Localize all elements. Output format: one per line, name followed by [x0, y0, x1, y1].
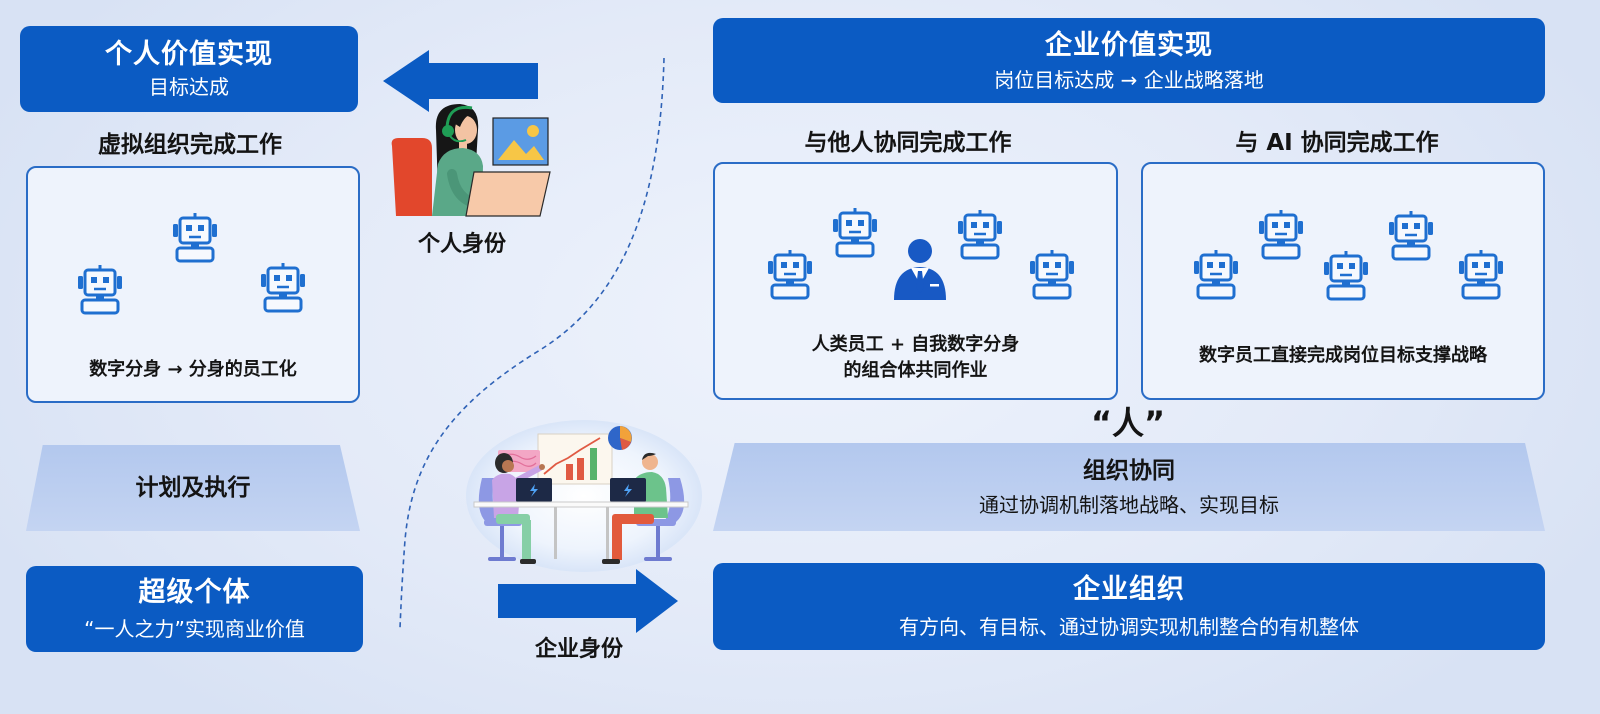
- collab-others-caption-line: 的组合体共同作业: [843, 360, 988, 381]
- woman-with-headset-illustration: [391, 104, 551, 217]
- collab-others-caption-line: 人类员工 + 自我数字分身: [811, 334, 1020, 355]
- robot-icon: [1453, 249, 1509, 305]
- super-individual-subtitle: “一人之力”实现商业价值: [84, 617, 305, 641]
- robot-icon: [255, 262, 311, 318]
- meeting-table: [473, 501, 689, 559]
- enterprise-identity-label: 企业身份: [534, 637, 623, 662]
- pie-chart-icon: [608, 426, 632, 450]
- plan-execution-band: 计划及执行: [26, 445, 360, 531]
- virtual-org-caption: 数字分身 → 分身的员工化: [89, 359, 297, 380]
- personal-value-subtitle: 目标达成: [149, 75, 229, 99]
- businessman-icon: [894, 239, 946, 300]
- office-chair: [391, 138, 432, 216]
- super-individual-box: 超级个体 “一人之力”实现商业价值: [26, 566, 363, 652]
- super-individual-title: 超级个体: [138, 577, 251, 608]
- robot-icon: [1188, 249, 1244, 305]
- laptop-icon: [610, 478, 646, 502]
- plan-execution-label: 计划及执行: [135, 475, 251, 501]
- org-collaboration-subtitle: 通过协调机制落地战略、实现目标: [979, 493, 1279, 517]
- enterprise-org-title: 企业组织: [1073, 574, 1185, 605]
- collab-others-caption: 人类员工 + 自我数字分身 的组合体共同作业: [715, 332, 1116, 384]
- robot-icon: [72, 264, 128, 320]
- enterprise-org-box: 企业组织 有方向、有目标、通过协调实现机制整合的有机整体: [713, 563, 1545, 650]
- image-card-icon: [492, 117, 549, 166]
- enterprise-value-title: 企业价值实现: [1045, 29, 1213, 61]
- robot-icon: [1024, 249, 1080, 305]
- collab-ai-caption: 数字员工直接完成岗位目标支撑战略: [1199, 345, 1487, 366]
- collab-ai-heading: 与 AI 协同完成工作: [1235, 130, 1439, 156]
- whiteboard-chart-icon: [537, 433, 613, 485]
- arrow-right-icon: [498, 569, 678, 633]
- enterprise-org-subtitle: 有方向、有目标、通过协调实现机制整合的有机整体: [899, 615, 1359, 639]
- collab-others-heading: 与他人协同完成工作: [804, 130, 1012, 156]
- enterprise-value-subtitle: 岗位目标达成 → 企业战略落地: [994, 67, 1264, 92]
- arrow-left-icon: [383, 50, 538, 112]
- laptop-icon: [465, 171, 551, 217]
- collab-ai-panel: 数字员工直接完成岗位目标支撑战略: [1141, 162, 1545, 400]
- robot-icon: [1318, 250, 1374, 306]
- robot-icon: [1253, 209, 1309, 265]
- virtual-org-panel: 数字分身 → 分身的员工化: [26, 166, 360, 403]
- virtual-org-heading: 虚拟组织完成工作: [98, 132, 282, 158]
- robot-icon: [827, 207, 883, 263]
- left-chair: [478, 478, 522, 561]
- laptop-icon: [516, 478, 552, 502]
- org-collaboration-band: 组织协同 通过协调机制落地战略、实现目标: [713, 443, 1545, 531]
- team-meeting-illustration: [466, 420, 702, 572]
- human-label: “人”: [1090, 404, 1166, 442]
- collab-others-panel: 人类员工 + 自我数字分身 的组合体共同作业: [713, 162, 1118, 400]
- robot-icon: [762, 249, 818, 305]
- robot-icon: [1383, 210, 1439, 266]
- personal-value-box: 个人价值实现 目标达成: [20, 26, 358, 112]
- enterprise-value-box: 企业价值实现 岗位目标达成 → 企业战略落地: [713, 18, 1545, 103]
- robot-icon: [952, 209, 1008, 265]
- personal-identity-label: 个人身份: [417, 232, 506, 257]
- personal-value-title: 个人价值实现: [105, 39, 273, 70]
- org-collaboration-title: 组织协同: [1083, 458, 1175, 484]
- robot-icon: [167, 212, 223, 268]
